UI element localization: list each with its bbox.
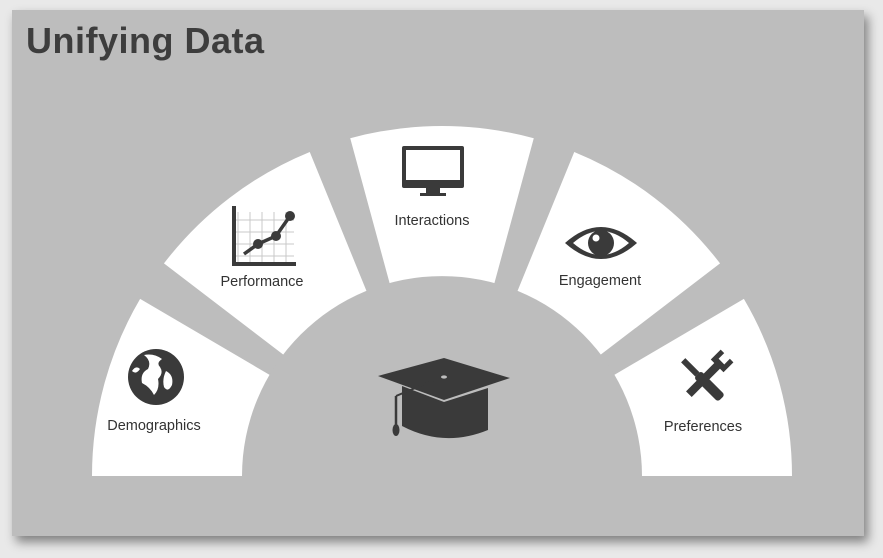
slide-title: Unifying Data [26,20,265,61]
globe-icon [128,349,184,405]
segment-interactions [350,125,534,303]
slide: Unifying Data [12,10,864,536]
segment-label-preferences: Preferences [664,419,742,435]
monitor-icon [402,146,464,196]
segment-label-demographics: Demographics [107,418,201,434]
semicircle-diagram: Demographics Performance InteractionsEngag… [92,125,792,476]
graduation-cap-icon [378,358,510,439]
segment-performance [163,151,374,367]
segment-demographics [92,298,287,476]
line-chart-icon [232,206,296,266]
segment-engagement [510,151,721,367]
eye-icon [565,227,637,259]
segment-label-engagement: Engagement [559,273,641,289]
segment-label-interactions: Interactions [395,213,470,229]
segment-label-performance: Performance [220,274,303,290]
tools-icon [681,349,734,401]
